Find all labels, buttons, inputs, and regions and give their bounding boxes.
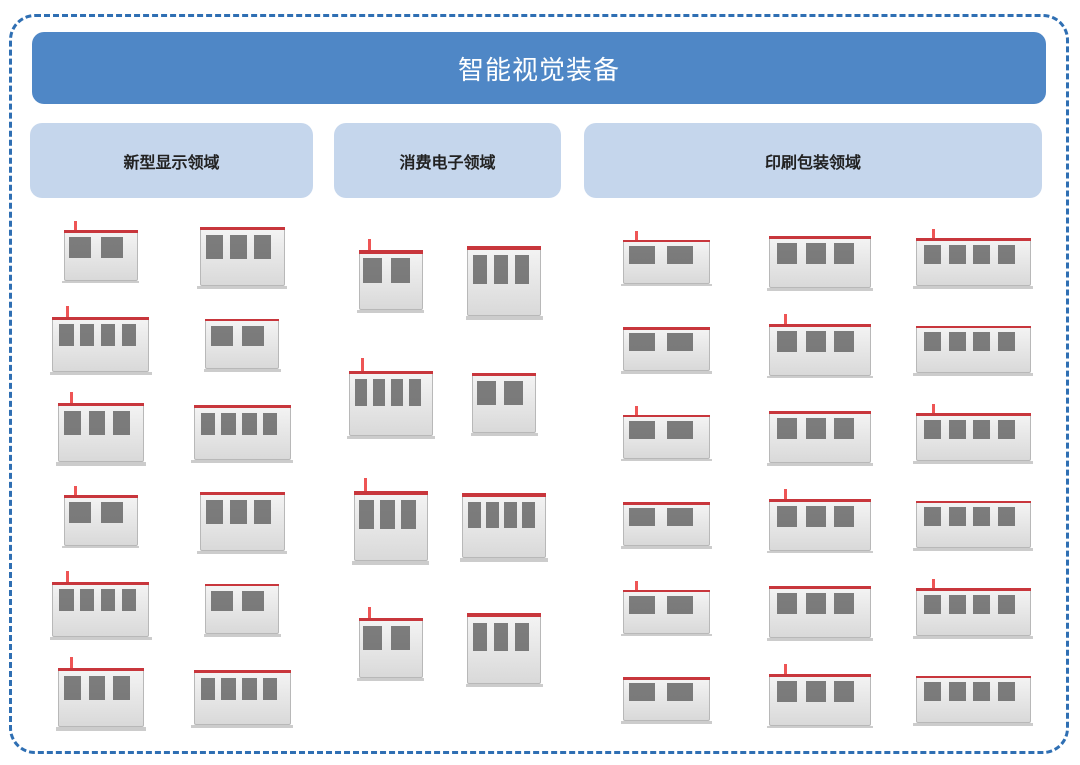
machine-image (341, 355, 441, 443)
machine-image (615, 667, 719, 727)
machine-image (191, 212, 293, 292)
machine-image (615, 229, 719, 289)
category-display: 新型显示领域 (30, 123, 313, 198)
machine-image (615, 579, 719, 639)
dashed-border (9, 14, 1069, 754)
machine-image (454, 477, 554, 565)
machine-image (760, 311, 880, 381)
machine-image (460, 596, 548, 691)
machine-image (615, 492, 719, 552)
machine-image (353, 236, 429, 317)
machine-image (191, 477, 293, 557)
machine-image (615, 404, 719, 464)
machine-image (466, 358, 542, 439)
machine-image (905, 226, 1042, 291)
display-machines-grid (30, 208, 313, 738)
machine-image (57, 218, 145, 286)
machine-image (198, 306, 286, 374)
main-title: 智能视觉装备 (32, 32, 1046, 104)
machine-image (905, 489, 1042, 554)
category-consumer-electronics: 消费电子领域 (334, 123, 561, 198)
machine-image (905, 576, 1042, 641)
machine-image (57, 483, 145, 551)
machine-image (905, 314, 1042, 379)
machine-image (198, 571, 286, 639)
consumer-electronics-machines-grid (334, 215, 561, 705)
category-printing-packaging: 印刷包装领域 (584, 123, 1042, 198)
machine-image (185, 657, 301, 731)
machine-image (43, 568, 159, 642)
machine-image (353, 603, 429, 684)
machine-image (760, 486, 880, 556)
machine-image (760, 224, 880, 294)
machine-image (760, 574, 880, 644)
machine-image (905, 401, 1042, 466)
machine-image (347, 474, 435, 569)
machine-image (905, 664, 1042, 729)
machine-image (760, 399, 880, 469)
machine-image (50, 654, 152, 734)
machine-image (185, 392, 301, 466)
machine-image (460, 229, 548, 324)
machine-image (43, 303, 159, 377)
machine-image (760, 661, 880, 731)
machine-image (615, 317, 719, 377)
machine-image (50, 389, 152, 469)
printing-machines-grid (590, 215, 1050, 740)
